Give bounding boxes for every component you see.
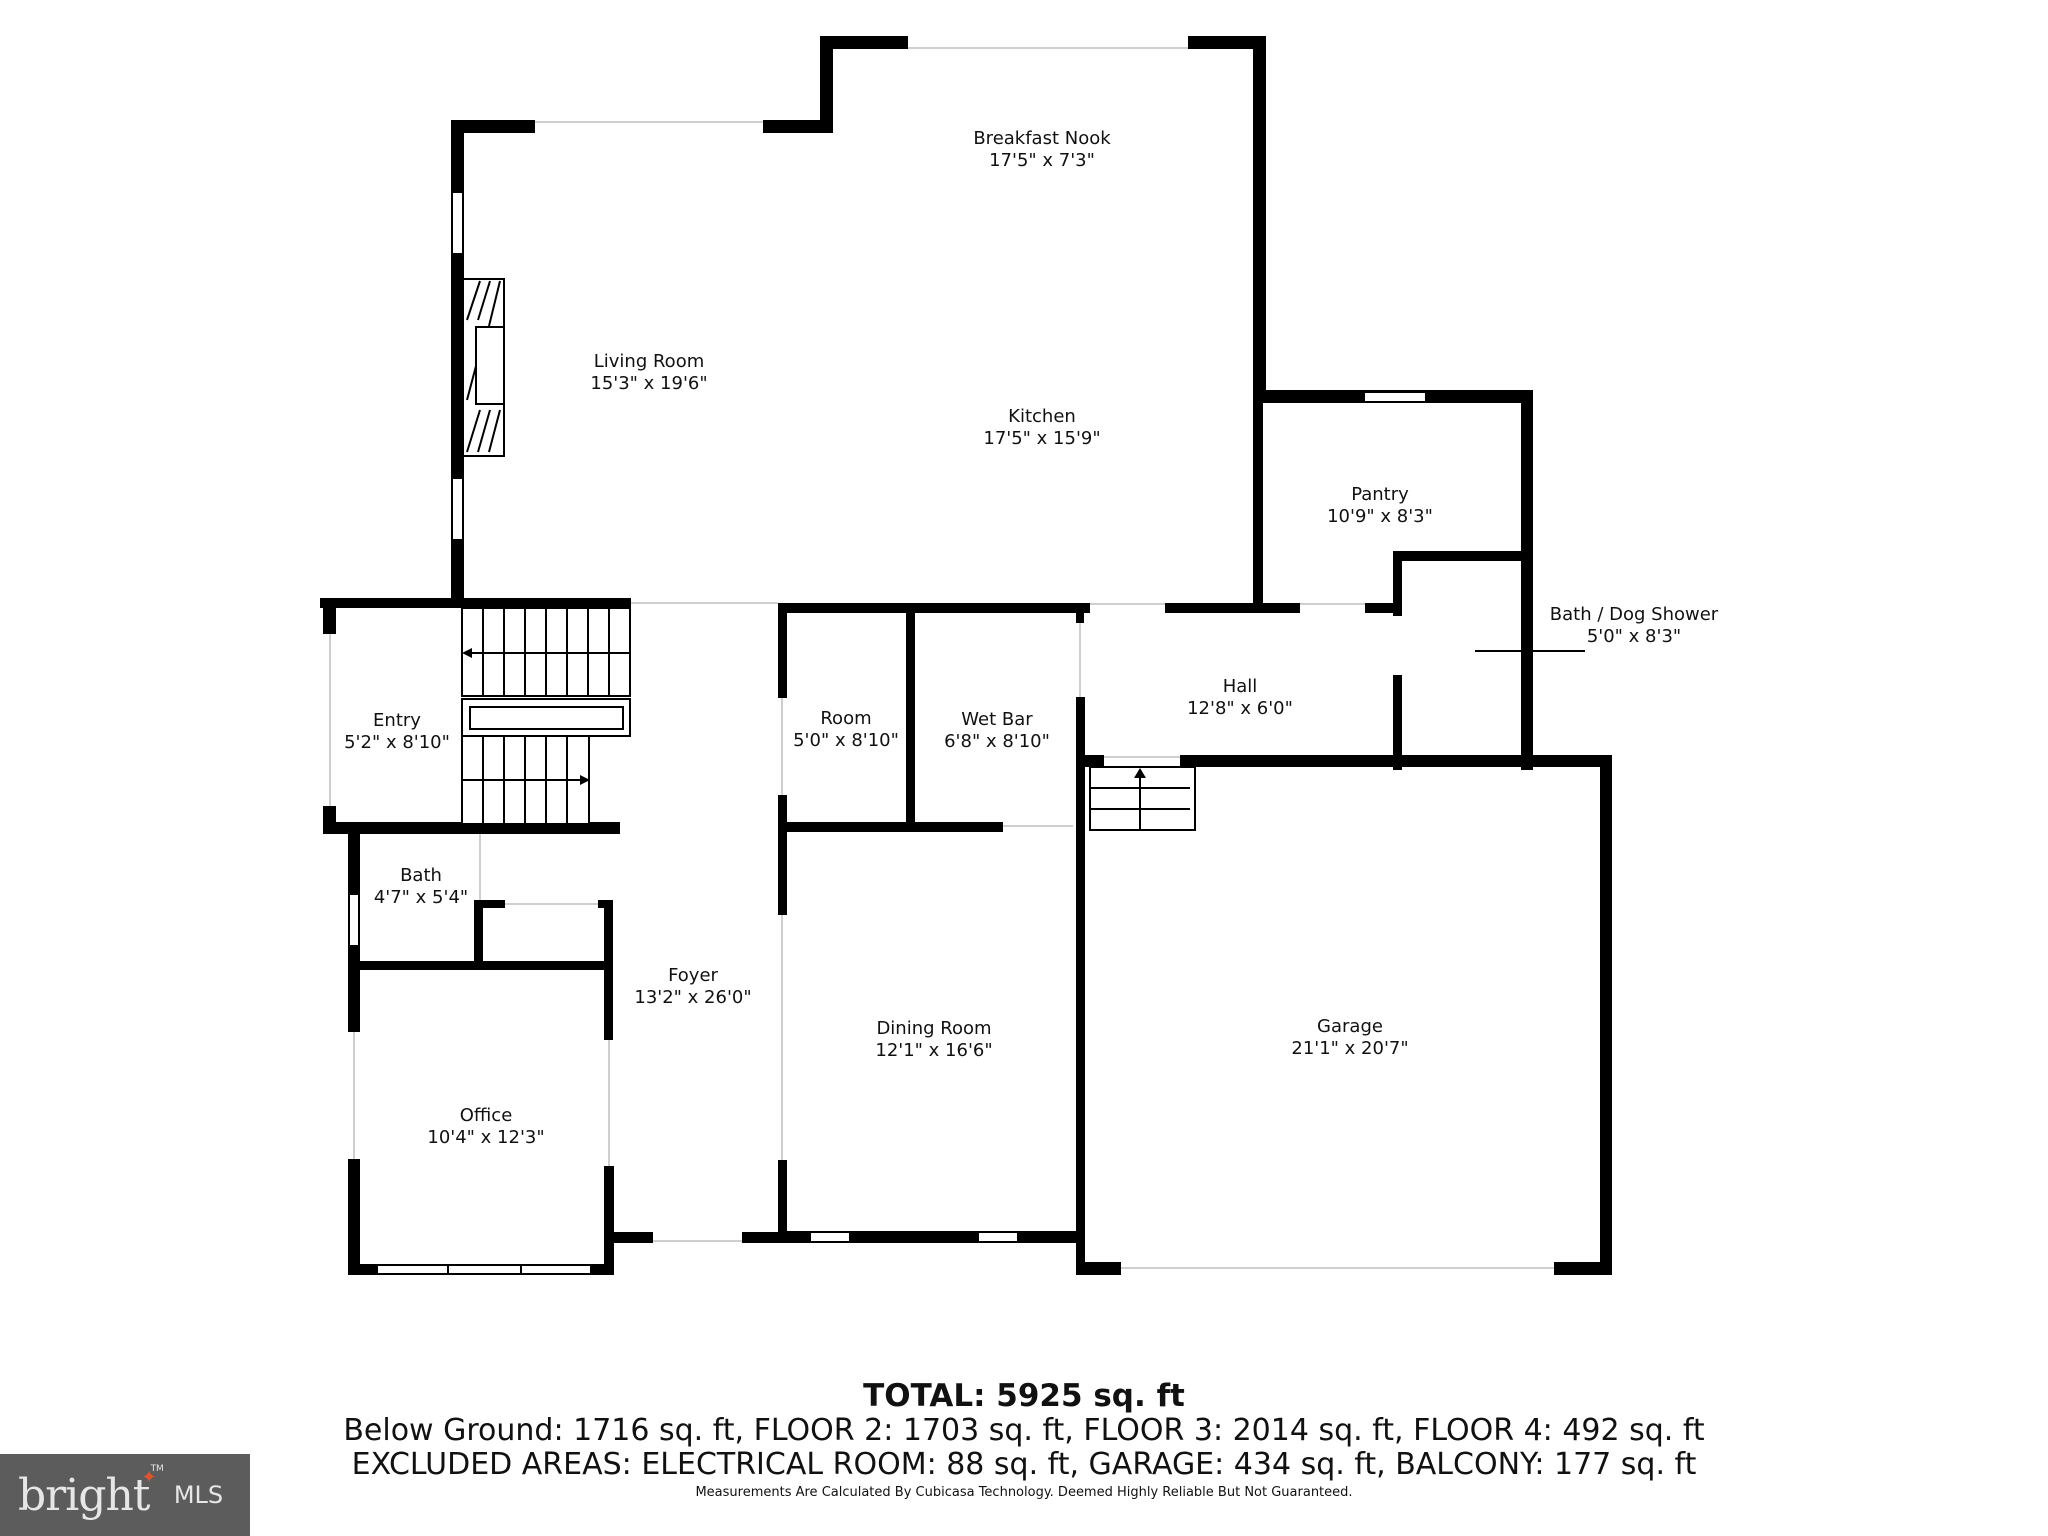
room-dimensions: 4'7" x 5'4" [373, 887, 469, 908]
room-label-breakfast-nook: Breakfast Nook 17'5" x 7'3" [973, 128, 1110, 172]
room-label-bath: Bath 4'7" x 5'4" [374, 865, 468, 909]
staircase [461, 607, 631, 825]
room-label-hall: Hall 12'8" x 6'0" [1187, 676, 1293, 720]
dining-walls [778, 603, 1085, 1275]
room-dimensions: 12'1" x 16'6" [875, 1040, 993, 1061]
room-label-living-room: Living Room 15'3" x 19'6" [590, 351, 707, 395]
sparkle-icon: ✦ [141, 1466, 157, 1488]
window [451, 191, 464, 255]
room-name: Hall [1222, 676, 1258, 697]
room-dimensions: 15'3" x 19'6" [590, 373, 708, 394]
logo-trademark: TM [150, 1464, 164, 1474]
room-dimensions: 21'1" x 20'7" [1291, 1038, 1409, 1059]
room-dimensions: 10'4" x 12'3" [427, 1127, 545, 1148]
room-label-entry: Entry 5'2" x 8'10" [344, 710, 450, 754]
room-name: Bath [400, 865, 442, 886]
room-name: Garage [1317, 1016, 1383, 1037]
room-dimensions: 6'8" x 8'10" [944, 731, 1050, 752]
logo-brand: bright [18, 1469, 150, 1521]
room-label-pantry: Pantry 10'9" x 8'3" [1327, 484, 1433, 528]
room-name: Bath / Dog Shower [1549, 604, 1719, 625]
disclaimer: Measurements Are Calculated By Cubicasa … [695, 1485, 1353, 1500]
room-name: Dining Room [876, 1018, 992, 1039]
room-name: Kitchen [1008, 406, 1076, 427]
garage-walls [1076, 755, 1612, 1275]
room-dimensions: 13'2" x 26'0" [634, 987, 752, 1008]
room-name: Pantry [1351, 484, 1409, 505]
floor-areas: Below Ground: 1716 sq. ft, FLOOR 2: 1703… [343, 1413, 1705, 1448]
room-name: Room [820, 708, 872, 729]
logo-suffix: MLS [173, 1481, 224, 1509]
room-dimensions: 5'0" x 8'10" [793, 730, 899, 751]
room-name: Breakfast Nook [973, 128, 1111, 149]
room-name: Office [459, 1105, 513, 1126]
room-dimensions: 5'0" x 8'3" [1586, 626, 1682, 647]
room-label-bath-dog-shower: Bath / Dog Shower 5'0" x 8'3" [1550, 604, 1718, 648]
room-dimensions: 10'9" x 8'3" [1327, 506, 1433, 527]
excluded-areas: EXCLUDED AREAS: ELECTRICAL ROOM: 88 sq. … [351, 1447, 1697, 1482]
room-name: Foyer [668, 965, 718, 986]
room-dimensions: 17'5" x 7'3" [989, 150, 1095, 171]
room-dimensions: 17'5" x 15'9" [983, 428, 1101, 449]
room-dimensions: 5'2" x 8'10" [344, 732, 450, 753]
room-label-garage: Garage 21'1" x 20'7" [1291, 1016, 1408, 1060]
room-label-room: Room 5'0" x 8'10" [793, 708, 899, 752]
room-label-kitchen: Kitchen 17'5" x 15'9" [983, 406, 1100, 450]
room-name: Entry [373, 710, 421, 731]
room-label-dining-room: Dining Room 12'1" x 16'6" [875, 1018, 992, 1062]
bright-mls-logo: bright ✦ TM MLS [0, 1454, 250, 1536]
office-walls [348, 829, 782, 1275]
window [451, 477, 464, 541]
room-label-foyer: Foyer 13'2" x 26'0" [634, 965, 751, 1009]
room-name: Living Room [593, 351, 705, 372]
total-area: TOTAL: 5925 sq. ft [863, 1378, 1185, 1414]
fireplace [462, 278, 505, 457]
room-dimensions: 12'8" x 6'0" [1187, 698, 1293, 719]
room-label-wet-bar: Wet Bar 6'8" x 8'10" [944, 709, 1050, 753]
room-label-office: Office 10'4" x 12'3" [427, 1105, 544, 1149]
room-name: Wet Bar [961, 709, 1033, 730]
